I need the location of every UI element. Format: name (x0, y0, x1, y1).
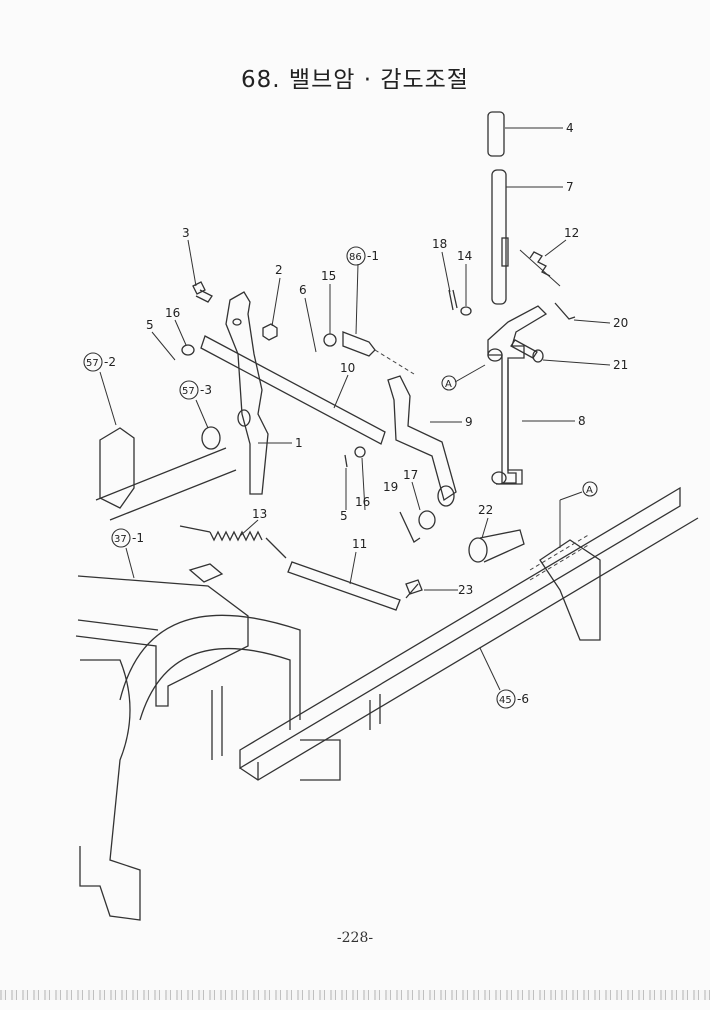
part-12-spring (519, 249, 561, 287)
part-23-bolt (405, 579, 423, 599)
part-19-pin (399, 511, 421, 543)
part-2-nut (262, 323, 278, 341)
part-21-pin (510, 339, 544, 363)
label-4: 4 (566, 121, 574, 135)
svg-text:A: A (586, 485, 593, 496)
label-5b: 5 (340, 509, 348, 523)
ref-57-2: 57 -2 (83, 352, 116, 372)
svg-text:86: 86 (349, 252, 362, 263)
ref-A-base: A (582, 481, 598, 497)
label-16: 16 (165, 306, 180, 320)
part-45-6-base (211, 486, 699, 781)
label-13: 13 (252, 507, 267, 521)
svg-text:A: A (445, 379, 452, 390)
part-86-1-block (342, 331, 376, 357)
ref-37-1: 37 -1 (111, 528, 144, 548)
part-37-1-frame (75, 563, 301, 921)
label-20: 20 (613, 316, 628, 330)
label-7: 7 (566, 180, 574, 194)
svg-text:57: 57 (182, 386, 195, 397)
label-8: 8 (578, 414, 586, 428)
part-17-washer (418, 510, 436, 530)
part-1-lever (225, 291, 269, 495)
ref-86-1: 86 -1 (346, 246, 379, 266)
ref-57-3: 57 -3 (179, 380, 212, 400)
label-22: 22 (478, 503, 493, 517)
label-18: 18 (432, 237, 447, 251)
svg-text:45: 45 (499, 695, 512, 706)
part-57-2-shaft (95, 427, 237, 521)
label-1: 1 (295, 436, 303, 450)
part-14-washer (460, 306, 472, 316)
leader-lines (99, 127, 611, 691)
part-5b-cotter (344, 454, 348, 468)
label-14: 14 (457, 249, 472, 263)
part-8-valve-arm (487, 305, 548, 485)
label-16b: 16 (355, 495, 370, 509)
part-57-3-collar (201, 426, 221, 450)
svg-text:-6: -6 (517, 692, 529, 706)
part-15-washer (323, 333, 337, 347)
svg-text:57: 57 (86, 358, 99, 369)
svg-text:-2: -2 (104, 355, 116, 369)
part-20-cotter-pin (554, 302, 576, 320)
part-3-bolt (192, 281, 213, 303)
label-6: 6 (299, 283, 307, 297)
svg-text:-3: -3 (200, 383, 212, 397)
part-22-pin (468, 529, 525, 563)
ref-45-6: 45 -6 (496, 689, 529, 709)
label-2: 2 (275, 263, 283, 277)
ref-A-arm: A (441, 375, 457, 391)
label-15: 15 (321, 269, 336, 283)
part-labels: 4 7 12 3 2 15 6 18 14 20 21 5 16 10 9 8 … (146, 121, 628, 597)
part-10-rod (200, 335, 386, 445)
label-17: 17 (403, 468, 418, 482)
svg-text:-1: -1 (367, 249, 379, 263)
diagram-title: 68. 밸브암 · 감도조절 (241, 67, 469, 93)
svg-text:37: 37 (114, 534, 127, 545)
label-21: 21 (613, 358, 628, 372)
scan-artifact (0, 990, 710, 1000)
label-23: 23 (458, 583, 473, 597)
label-19: 19 (383, 480, 398, 494)
label-10: 10 (340, 361, 355, 375)
part-16-washer (181, 344, 195, 356)
svg-text:-1: -1 (132, 531, 144, 545)
label-5: 5 (146, 318, 154, 332)
part-11-link (287, 561, 401, 611)
label-11: 11 (352, 537, 367, 551)
label-12: 12 (564, 226, 579, 240)
part-13-spring (179, 525, 287, 559)
label-3: 3 (182, 226, 190, 240)
part-9-bracket (387, 375, 457, 507)
part-16b-washer (354, 446, 366, 458)
page-number: -228- (336, 930, 374, 946)
part-7-rod (491, 169, 509, 305)
part-18-cotter-pin (448, 289, 458, 311)
label-9: 9 (465, 415, 473, 429)
part-4-cap (487, 111, 505, 157)
